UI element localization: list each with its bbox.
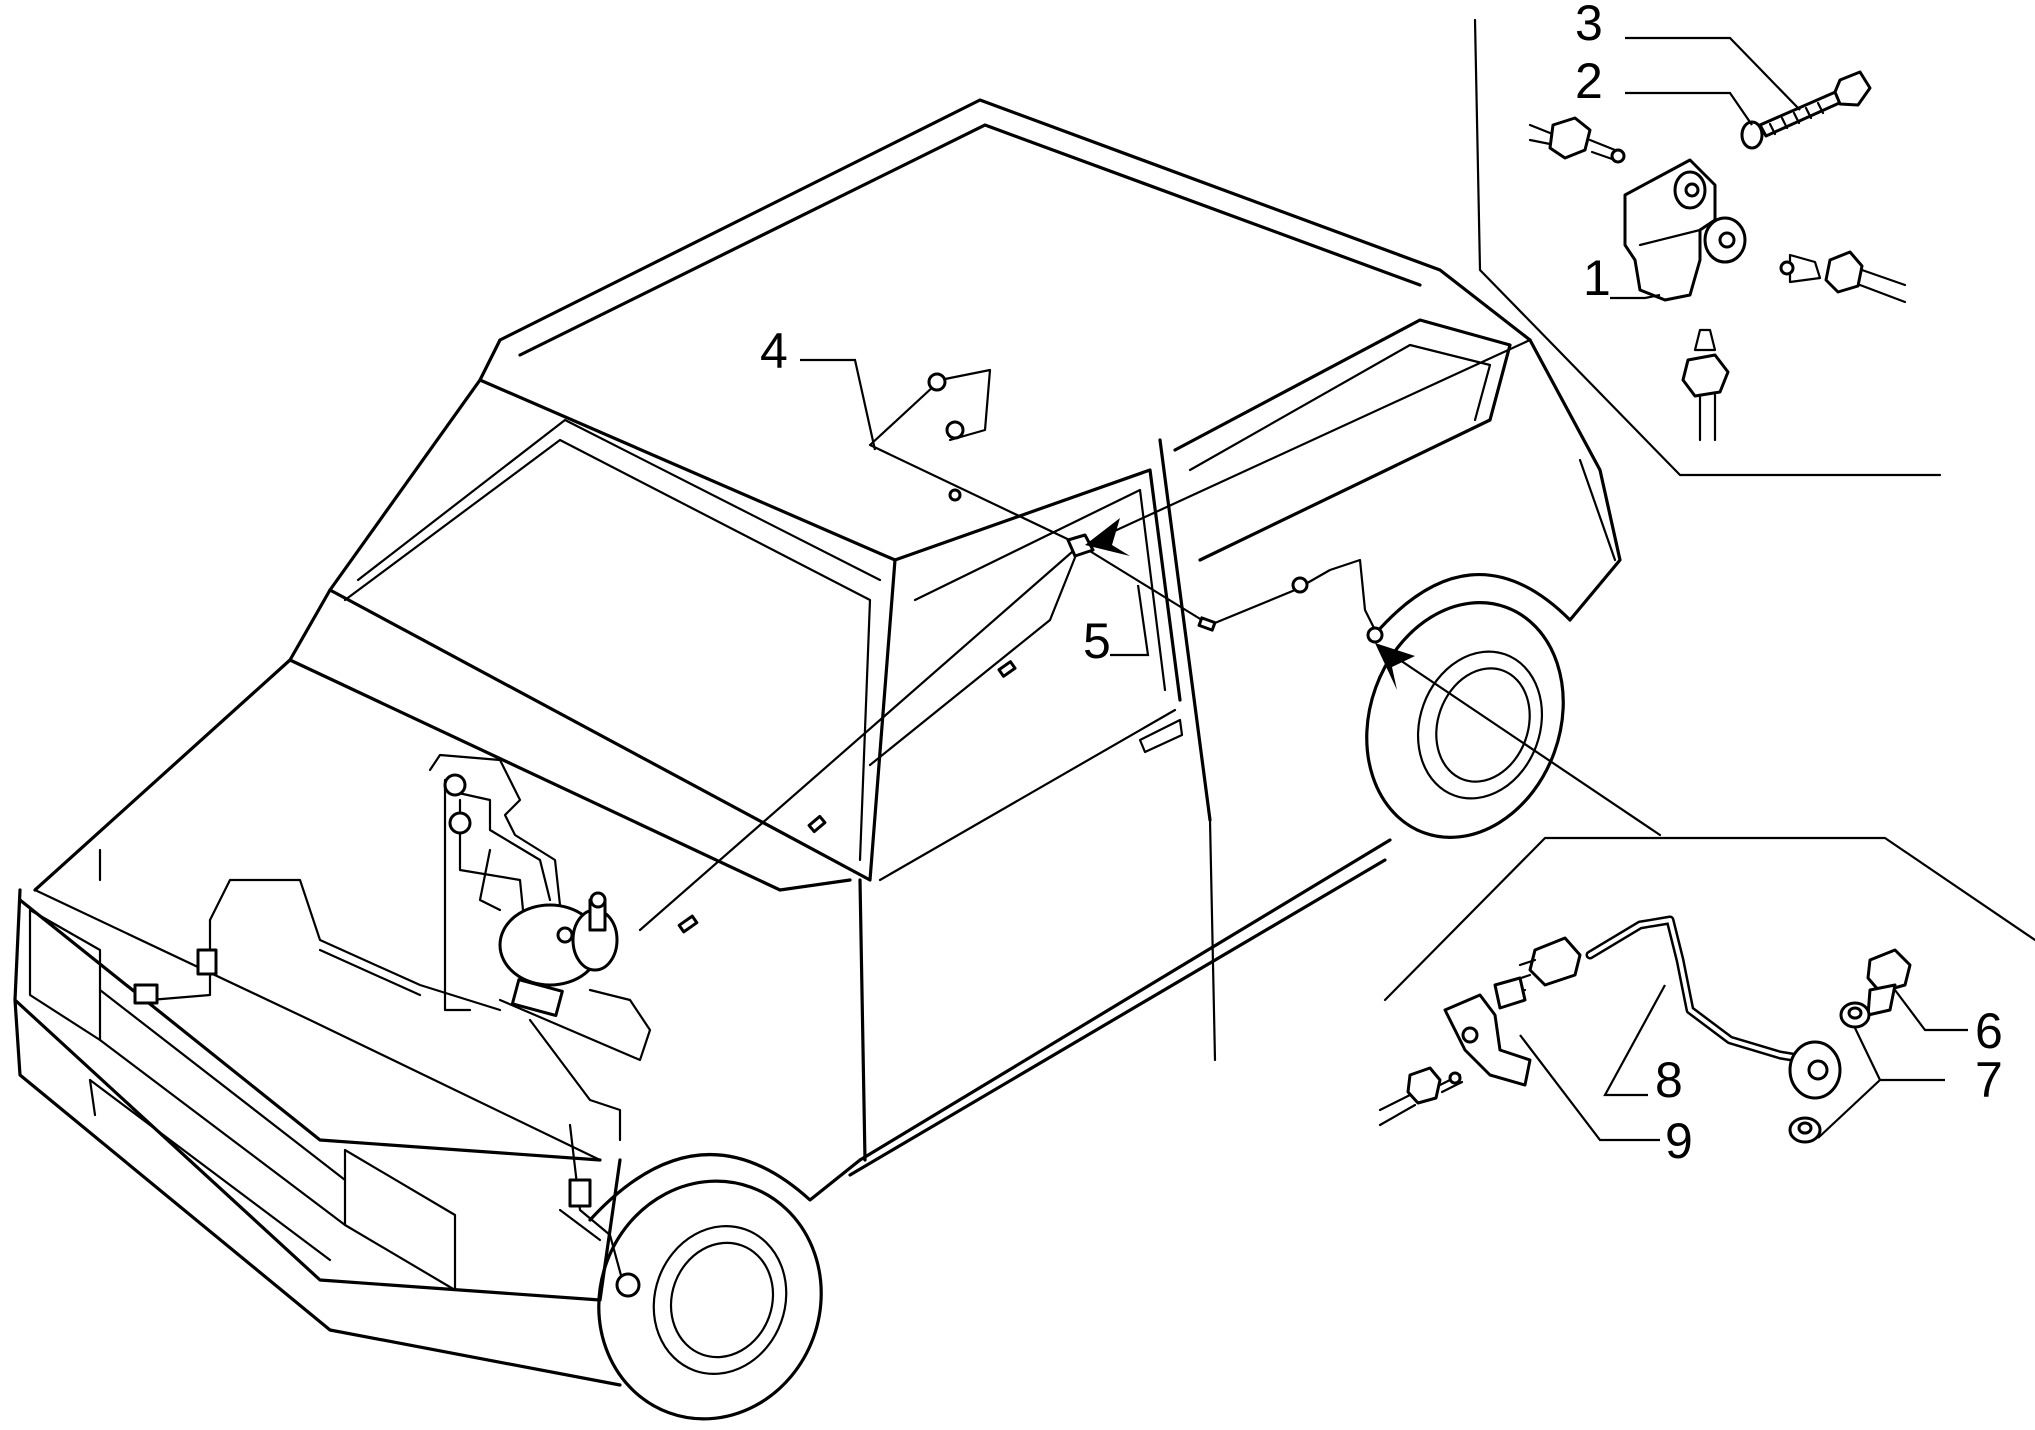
callout-3: 3 (1575, 0, 1603, 51)
brake-pipe-network (133, 368, 1384, 1298)
leader-lines (800, 36, 1968, 1142)
callout-1: 1 (1583, 250, 1611, 306)
detail-panel-hose (1378, 836, 2035, 1144)
callout-labels: 1 2 3 4 5 6 7 8 9 (760, 0, 2003, 1169)
rear-wheel (1365, 601, 1565, 839)
pointer-arrows (1085, 338, 1662, 837)
callout-9: 9 (1665, 1113, 1693, 1169)
callout-4: 4 (760, 323, 788, 379)
callout-5: 5 (1083, 613, 1111, 669)
callout-6: 6 (1975, 1003, 2003, 1059)
callout-8: 8 (1655, 1052, 1683, 1108)
detail-panel-tee (1473, 18, 1942, 477)
callout-7: 7 (1975, 1052, 2003, 1108)
callout-2: 2 (1575, 53, 1603, 109)
car-outline (13, 98, 1622, 1387)
front-wheel (597, 1179, 823, 1421)
